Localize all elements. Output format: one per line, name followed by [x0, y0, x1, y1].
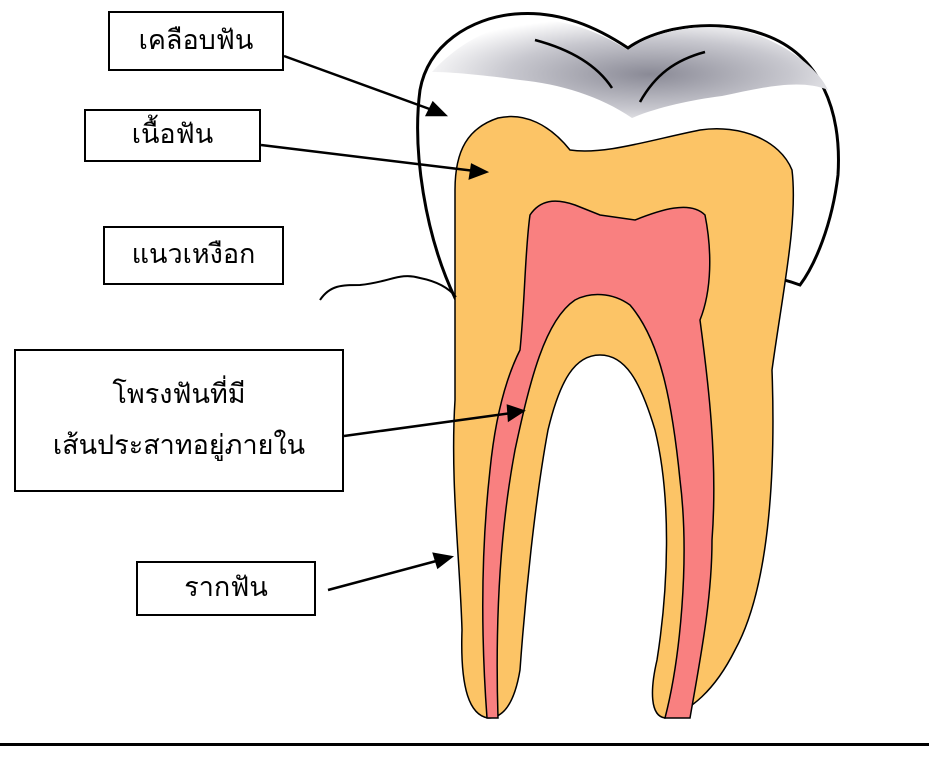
- bottom-rule: [0, 743, 929, 746]
- gum-line: [320, 276, 456, 300]
- label-enamel-text: เคลือบฟัน: [139, 23, 254, 59]
- label-root: รากฟัน: [136, 561, 316, 616]
- arrow-root-head: [434, 554, 451, 567]
- label-gumline: แนวเหงือก: [103, 226, 284, 285]
- label-pulp: โพรงฟันที่มี เส้นประสาทอยู่ภายใน: [14, 349, 344, 492]
- label-dentin: เนื้อฟัน: [84, 109, 261, 162]
- label-root-text: รากฟัน: [184, 570, 268, 606]
- label-pulp-line1: โพรงฟันที่มี: [112, 377, 245, 413]
- label-pulp-line2: เส้นประสาทอยู่ภายใน: [53, 428, 305, 464]
- label-enamel: เคลือบฟัน: [108, 11, 284, 71]
- label-dentin-text: เนื้อฟัน: [132, 117, 213, 153]
- arrow-enamel: [284, 56, 435, 111]
- arrow-root: [328, 560, 440, 590]
- label-gumline-text: แนวเหงือก: [132, 237, 256, 273]
